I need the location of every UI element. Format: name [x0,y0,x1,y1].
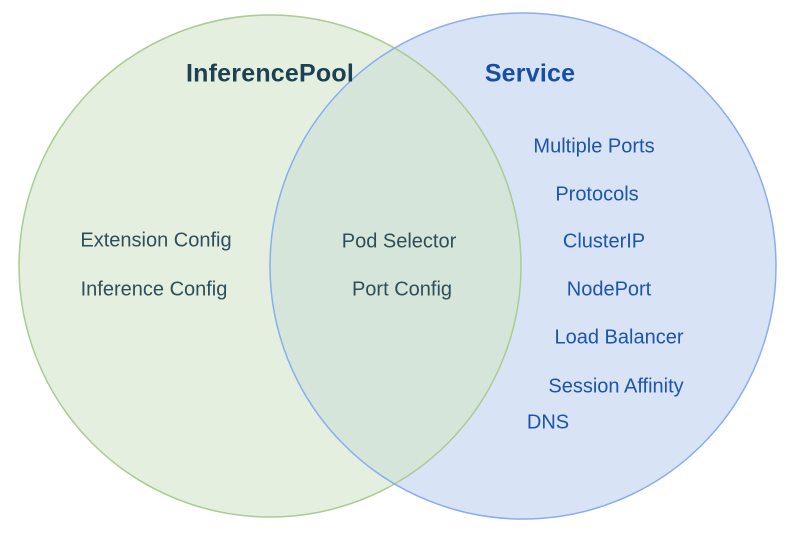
left-item-inference-config: Inference Config [80,278,228,301]
right-item-nodeport: NodePort [566,278,652,301]
service-title: Service [484,59,576,88]
left-item-extension-config: Extension Config [80,229,232,252]
right-item-load-balancer: Load Balancer [554,326,684,349]
right-item-protocols: Protocols [555,183,639,206]
right-item-dns: DNS [526,411,570,434]
right-item-multiple-ports: Multiple Ports [533,135,655,158]
intersection-item-port-config: Port Config [351,278,453,301]
inferencepool-circle-border [18,14,522,518]
intersection-item-pod-selector: Pod Selector [341,230,457,253]
right-item-session-affinity: Session Affinity [548,375,684,398]
service-circle-border [269,12,777,520]
inferencepool-title: InferencePool [186,59,354,88]
right-item-clusterip: ClusterIP [562,230,646,253]
intersection-region [270,15,521,517]
